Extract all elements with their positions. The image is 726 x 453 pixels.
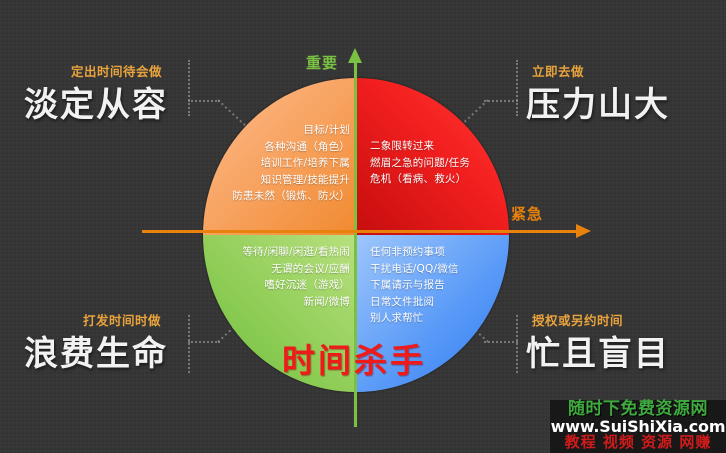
watermark-url: www.SuiShiXia.com	[550, 416, 726, 436]
callout-bottom-right-title: 忙且盲目	[526, 334, 670, 374]
quadrant-item: 燃眉之急的问题/任务	[370, 156, 471, 169]
callout-bottom-left-subtitle: 打发时间时做	[83, 313, 162, 328]
quadrant-item: 防患未然（锻炼、防火）	[232, 190, 350, 202]
callout-bottom-left: 打发时间时做 浪费生命	[24, 310, 168, 374]
axis-label-urgency: 紧急	[511, 205, 544, 223]
importance-axis-line	[354, 60, 357, 427]
quadrant-item: 嗜好沉迷（游戏）	[264, 279, 350, 291]
callout-top-left: 定出时间待会做 淡定从容	[24, 61, 168, 125]
quadrant-item: 二象限转过来	[370, 140, 435, 152]
callout-top-right-subtitle: 立即去做	[532, 64, 585, 79]
quadrant-important-urgent-items: 二象限转过来 燃眉之急的问题/任务 危机（看病、救火）	[370, 138, 470, 188]
quadrant-important-urgent[interactable]: 二象限转过来 燃眉之急的问题/任务 危机（看病、救火）	[356, 78, 509, 235]
quadrant-item: 下属请示与报告	[370, 279, 445, 291]
watermark-tags: 教程 视频 资源 网赚	[564, 433, 712, 452]
quadrant-item: 等待/闲聊/闲逛/看热闹	[242, 246, 350, 258]
urgency-axis-line	[142, 230, 579, 233]
quadrant-not-important-urgent[interactable]: 任何非预约事项 干扰电话/QQ/微信 下属请示与报告 日常文件批阅 别人求帮忙	[356, 235, 509, 392]
guide-line-top-right-vertical	[516, 60, 518, 116]
quadrant-item: 危机（看病、救火）	[370, 173, 467, 185]
quadrant-item: 别人求帮忙	[370, 312, 424, 324]
quadrant-important-not-urgent-items: 目标/计划 各种沟通（角色） 培训工作/培养下属 知识管理/技能提升 防患未然（…	[232, 122, 350, 205]
quadrant-not-important-not-urgent-items: 等待/闲聊/闲逛/看热闹 无谓的会议/应酬 嗜好沉迷（游戏） 新闻/微博	[242, 244, 350, 310]
watermark: 随时下免费资源网 www.SuiShiXia.com 教程 视频 资源 网赚	[550, 400, 726, 453]
watermark-site-name: 随时下免费资源网	[568, 399, 708, 420]
arrow-up-icon	[348, 48, 362, 63]
quadrant-important-not-urgent[interactable]: 目标/计划 各种沟通（角色） 培训工作/培养下属 知识管理/技能提升 防患未然（…	[203, 78, 356, 235]
quadrant-item: 新闻/微博	[303, 295, 350, 308]
quadrant-item: 任何非预约事项	[370, 246, 445, 258]
arrow-right-icon	[576, 224, 591, 238]
quadrant-item: 目标/计划	[303, 124, 350, 136]
callout-top-right: 立即去做 压力山大	[526, 61, 670, 125]
quadrant-item: 各种沟通（角色）	[264, 140, 350, 153]
callout-bottom-right-subtitle: 授权或另约时间	[532, 313, 624, 328]
callout-top-right-title: 压力山大	[526, 85, 670, 125]
quadrant-item: 知识管理/技能提升	[260, 173, 350, 186]
quadrant-not-important-not-urgent[interactable]: 等待/闲聊/闲逛/看热闹 无谓的会议/应酬 嗜好沉迷（游戏） 新闻/微博	[203, 235, 356, 392]
callout-bottom-left-title: 浪费生命	[24, 334, 168, 374]
quadrant-item: 无谓的会议/应酬	[271, 262, 350, 275]
quadrant-item: 日常文件批阅	[370, 295, 435, 308]
callout-top-left-subtitle: 定出时间待会做	[71, 64, 163, 79]
callout-bottom-right: 授权或另约时间 忙且盲目	[526, 310, 670, 374]
guide-line-top-left-vertical	[188, 60, 190, 116]
quadrant-item: 干扰电话/QQ/微信	[370, 262, 459, 275]
quadrant-item: 培训工作/培养下属	[260, 157, 350, 169]
center-headline: 时间杀手	[282, 341, 426, 380]
quadrant-circle: 目标/计划 各种沟通（角色） 培训工作/培养下属 知识管理/技能提升 防患未然（…	[203, 78, 509, 392]
guide-line-bottom-left-vertical	[188, 315, 190, 373]
guide-line-bottom-right-vertical	[516, 315, 518, 373]
axis-label-importance: 重要	[306, 54, 339, 72]
callout-top-left-title: 淡定从容	[24, 85, 168, 125]
quadrant-not-important-urgent-items: 任何非预约事项 干扰电话/QQ/微信 下属请示与报告 日常文件批阅 别人求帮忙	[370, 244, 459, 327]
